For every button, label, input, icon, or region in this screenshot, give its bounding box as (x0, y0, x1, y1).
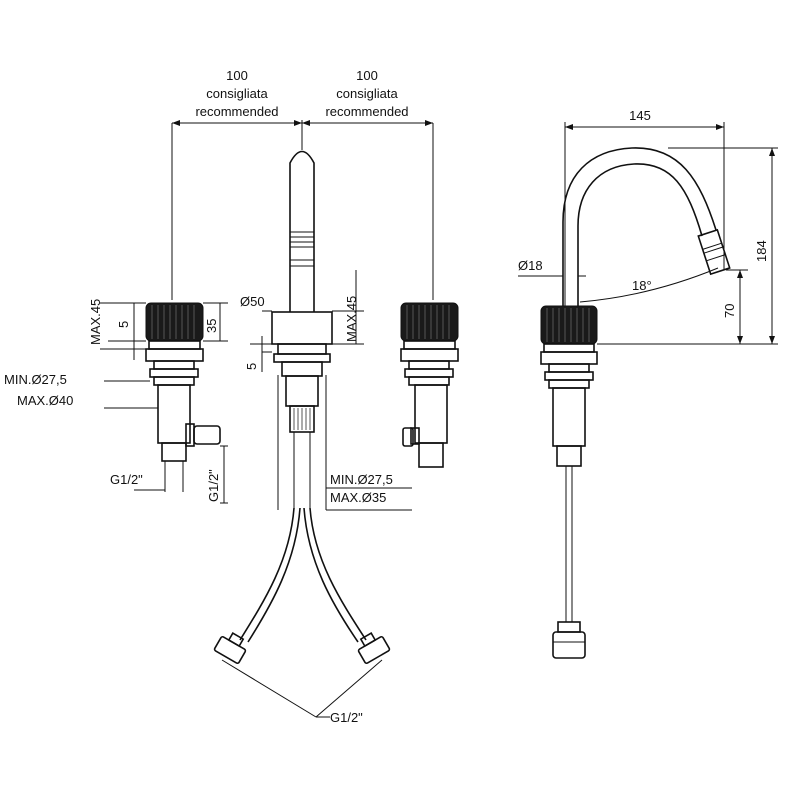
tube-diameter-label: Ø18 (518, 258, 543, 273)
spout-max-height-label: MAX.45 (344, 296, 359, 342)
front-view: 100 consigliata recommended 100 consigli… (4, 68, 459, 725)
left-height-label: 35 (204, 319, 219, 333)
left-max-height-label: MAX.45 (88, 299, 103, 345)
spacing-dimension: 100 consigliata recommended 100 consigli… (171, 68, 434, 300)
left-thread-label: G1/2" (110, 472, 143, 487)
side-spout (540, 147, 731, 659)
spout-offset-label: 5 (244, 363, 259, 370)
left-offset-label: 5 (116, 321, 131, 328)
left-handle-dimensions: MAX.45 5 35 MIN.Ø27,5 MAX.Ø40 G1/2" G1/2… (4, 299, 228, 504)
left-hole-max-label: MAX.Ø40 (17, 393, 73, 408)
reach-label: 145 (629, 108, 651, 123)
left-handle (145, 302, 221, 492)
center-dimensions: Ø50 MAX.45 5 MIN.Ø27,5 MAX.Ø35 (240, 270, 412, 511)
spacing-left-line1: consigliata (206, 86, 268, 101)
center-hole-min-label: MIN.Ø27,5 (330, 472, 393, 487)
side-dimensions: 145 184 70 Ø18 18° (518, 108, 778, 345)
spacing-right-line1: consigliata (336, 86, 398, 101)
center-spout (271, 150, 333, 508)
total-height-label: 184 (754, 240, 769, 262)
hose-thread-label: G1/2" (330, 710, 363, 725)
spacing-right-line2: recommended (325, 104, 408, 119)
center-hole-max-label: MAX.Ø35 (330, 490, 386, 505)
outlet-angle-label: 18° (632, 278, 652, 293)
flex-hoses: G1/2" (213, 507, 391, 725)
side-view: 145 184 70 Ø18 18° (518, 108, 778, 659)
right-handle (400, 302, 459, 468)
spacing-left-line2: recommended (195, 104, 278, 119)
left-hole-min-label: MIN.Ø27,5 (4, 372, 67, 387)
spout-diameter-label: Ø50 (240, 294, 265, 309)
left-side-thread-label: G1/2" (206, 469, 221, 502)
outlet-height-label: 70 (722, 304, 737, 318)
spacing-left-value: 100 (226, 68, 248, 83)
spacing-right-value: 100 (356, 68, 378, 83)
